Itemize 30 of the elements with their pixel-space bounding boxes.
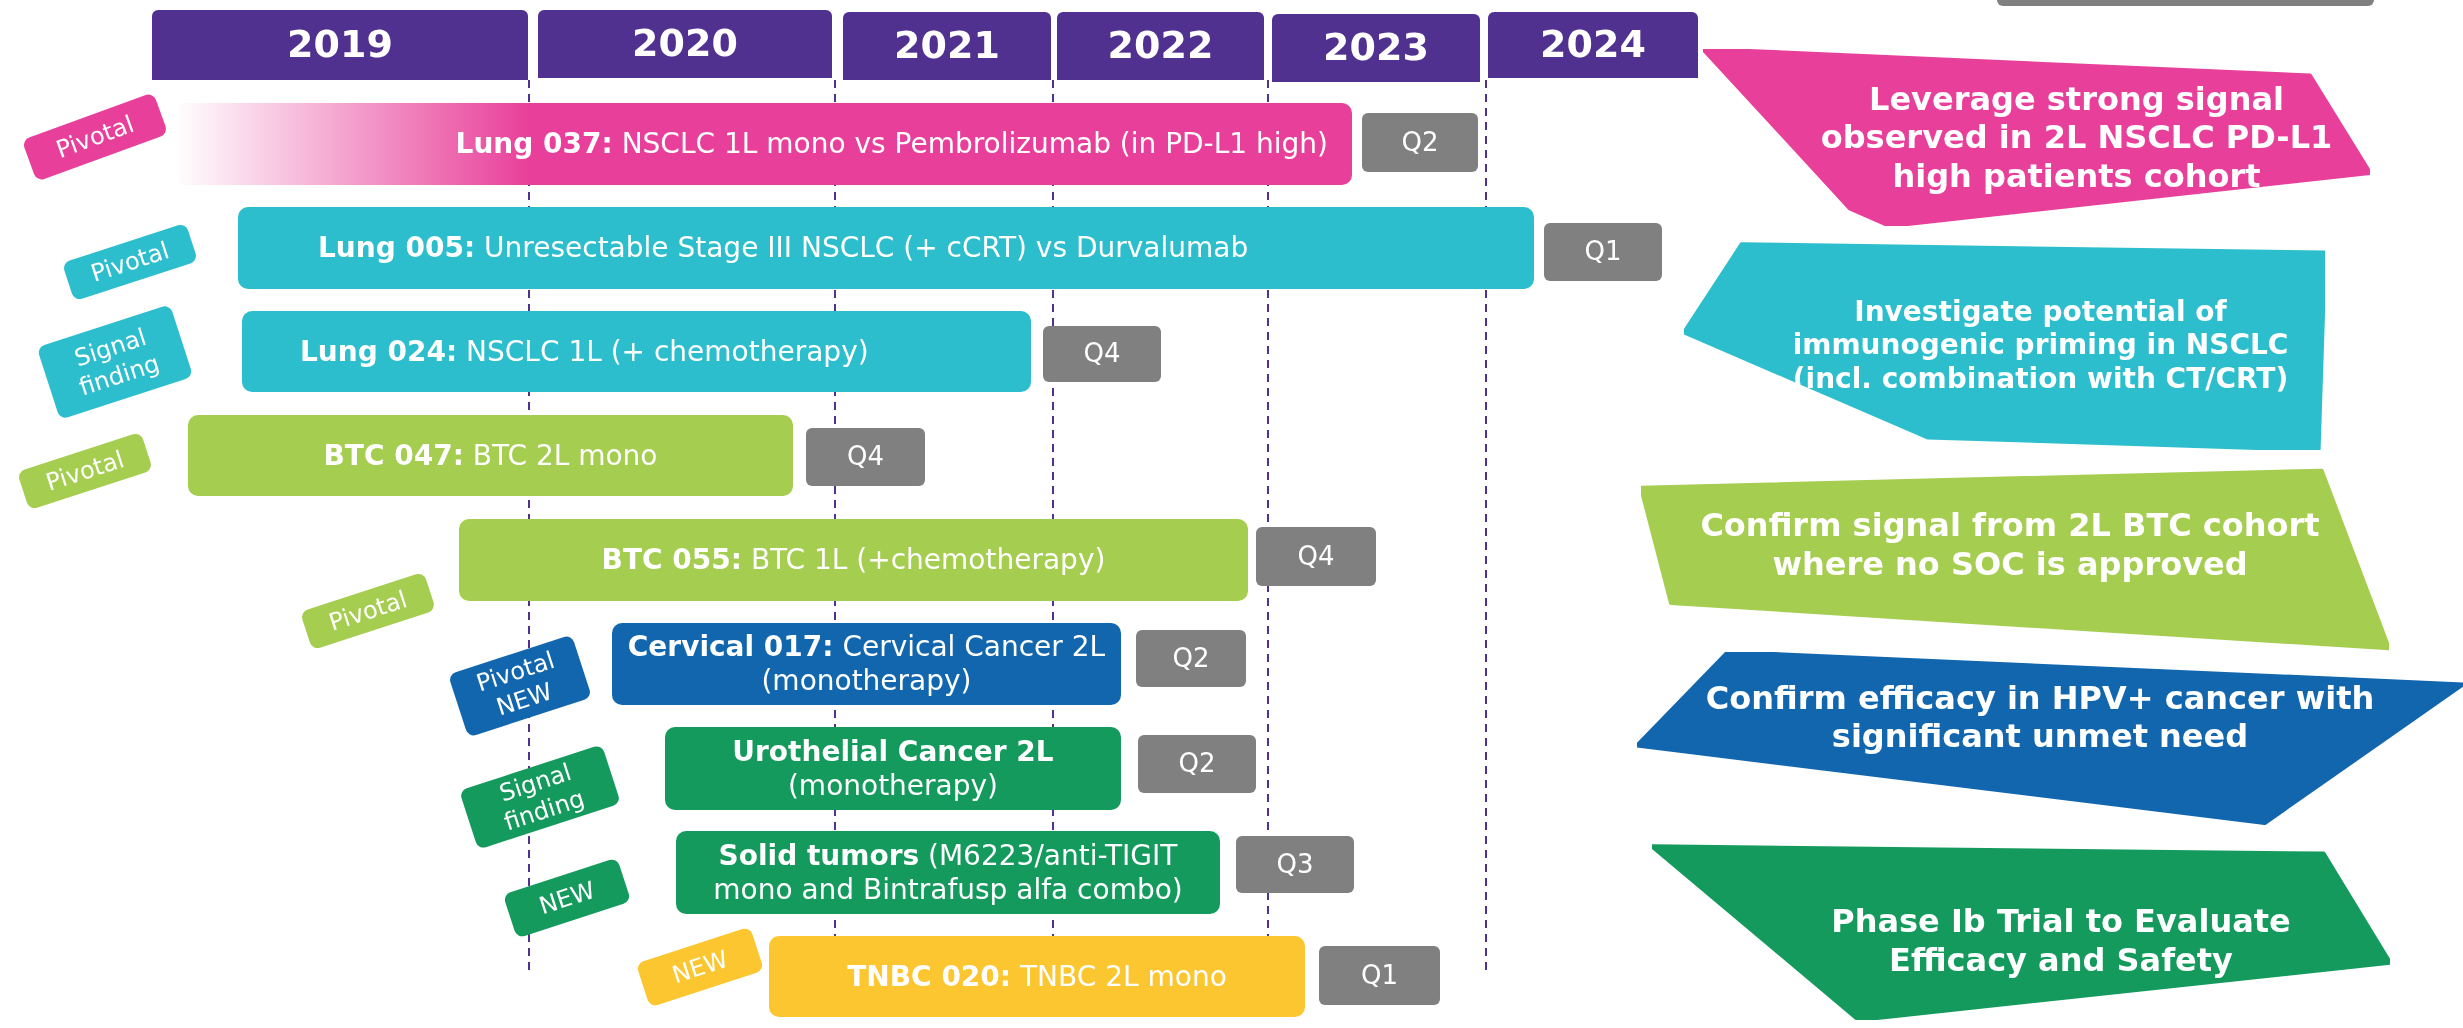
quarter-tag: Q1 (1319, 946, 1440, 1005)
trial-type-tag: Signal finding (459, 744, 621, 850)
trial-bar: BTC 047: BTC 2L mono (188, 415, 793, 496)
quarter-tag: Q2 (1362, 113, 1478, 172)
trial-bar: BTC 055: BTC 1L (+chemotherapy) (459, 519, 1248, 601)
year-header: 2021 (843, 12, 1051, 80)
trial-bar: Lung 024: NSCLC 1L (+ chemotherapy) (242, 311, 1031, 392)
trial-bar: Urothelial Cancer 2L (monotherapy) (665, 727, 1121, 810)
quarter-tag: Q4 (1043, 326, 1161, 382)
quarter-tag: Q2 (1138, 735, 1256, 793)
year-header: 2020 (538, 10, 832, 78)
trial-type-tag: Signal finding (36, 304, 194, 420)
quarter-tag: Q1 (1544, 223, 1662, 281)
quarter-tag: Q4 (806, 428, 925, 486)
goal-banner: Phase Ib Trial to Evaluate Efficacy and Safety (1652, 841, 2390, 1020)
quarter-tag: Q3 (1236, 836, 1354, 893)
year-header: 2024 (1488, 12, 1698, 78)
year-header: 2019 (152, 10, 528, 80)
trial-bar: Cervical 017: Cervical Cancer 2L (monotherapy) (612, 623, 1121, 705)
year-header: 2022 (1057, 12, 1264, 80)
trial-bar: Solid tumors (M6223/anti-TIGIT mono and Bintrafusp alfa combo) (676, 831, 1220, 914)
trial-type-tag: NEW (502, 857, 632, 939)
trial-type-tag: NEW (635, 926, 765, 1008)
trial-bar: TNBC 020: TNBC 2L mono (769, 936, 1305, 1017)
year-header: 2023 (1272, 14, 1480, 82)
quarter-tag: Q4 (1256, 527, 1376, 586)
goal-banner: Leverage strong signal observed in 2L NSCLC PD-L1 high patients cohort (1703, 49, 2370, 226)
goal-banner: Investigate potential of immunogenic priming in NSCLC (incl. combination with CT/CRT) (1684, 240, 2325, 450)
quarter-tag: Q2 (1136, 630, 1246, 687)
trial-bar: Lung 005: Unresectable Stage III NSCLC (+ cCRT) vs Durvalumab (238, 207, 1534, 289)
